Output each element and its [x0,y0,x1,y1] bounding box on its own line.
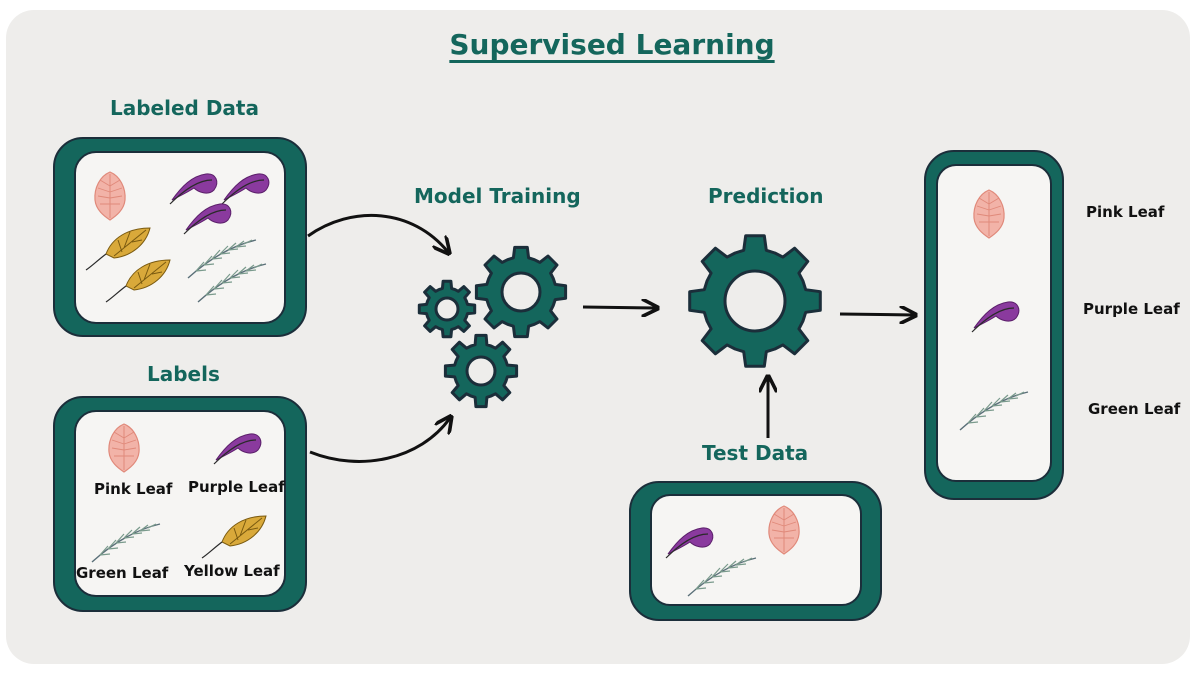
labels-heading: Labels [147,362,220,386]
test-data-inner [650,494,862,606]
labels-yellow-leaf-icon [201,515,267,559]
prediction-heading: Prediction [708,184,824,208]
model-training-heading: Model Training [414,184,581,208]
prediction-gear-icon [688,234,822,368]
test-data-heading: Test Data [702,441,809,465]
output-pink-leaf-icon [973,189,1005,239]
label-yellow-leaf: Yellow Leaf [184,562,280,580]
labels-pink-leaf-icon [108,423,140,473]
training-gear-bottom-icon [443,333,519,409]
output-purple-leaf: Purple Leaf [1083,300,1180,318]
labeled-yellow-leaf-icon-1 [85,227,151,271]
test-pink-leaf-icon [768,505,800,555]
labeled-yellow-leaf-icon-2 [105,259,171,303]
labeled-green-leaf-icon-2 [197,263,267,303]
labeled-purple-leaf-icon-1 [169,173,218,205]
labels-green-leaf-icon [91,523,161,563]
output-green-leaf: Green Leaf [1088,400,1181,418]
arrow-labeled-to-training [307,213,448,252]
output-purple-leaf-icon [971,301,1020,333]
labeled-green-leaf-icon-1 [187,239,257,279]
arrow-prediction-to-output [839,314,914,315]
training-gear-small-icon [417,279,477,339]
output-green-leaf-icon [959,391,1029,431]
arrow-labels-to-training [309,418,450,463]
test-green-leaf-icon [687,557,757,597]
training-gear-large-icon [474,245,568,339]
labeled-purple-leaf-icon-2 [221,173,270,205]
labeled-purple-leaf-icon-3 [183,203,232,235]
labels-purple-leaf-icon [213,433,262,465]
output-pink-leaf: Pink Leaf [1086,203,1165,221]
labeled-data-heading: Labeled Data [110,96,259,120]
label-green-leaf: Green Leaf [76,564,169,582]
labeled-pink-leaf-icon [94,171,126,221]
diagram-title: Supervised Learning [449,28,775,61]
label-pink-leaf: Pink Leaf [94,480,173,498]
arrow-training-to-prediction [582,307,656,308]
label-purple-leaf: Purple Leaf [188,478,285,496]
test-purple-leaf-icon [665,527,714,559]
